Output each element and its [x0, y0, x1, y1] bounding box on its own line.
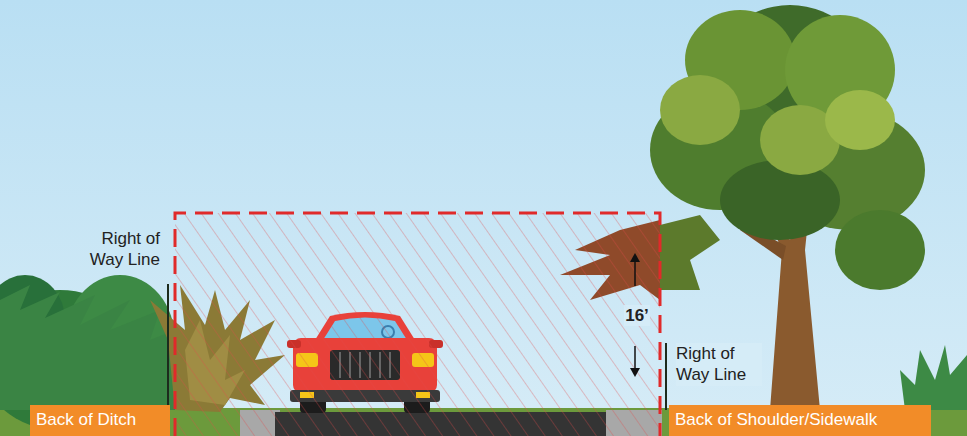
label-text: Back of Ditch [36, 410, 136, 430]
right-of-way-line [167, 284, 169, 410]
right-of-way-label: Right of Way Line [70, 228, 160, 271]
right-bush [900, 345, 967, 410]
right-of-way-line [665, 343, 667, 410]
dimension-label: 16’ [624, 305, 650, 326]
right-of-way-label: Right of Way Line [676, 343, 762, 386]
label-tag: Back of Ditch [30, 405, 170, 436]
label-text: Back of Shoulder/Sidewalk [675, 410, 877, 430]
hatched-clear-zone [175, 213, 660, 436]
clear-zone-outline [175, 213, 660, 436]
label-tag: Back of Shoulder/Sidewalk [669, 405, 931, 436]
